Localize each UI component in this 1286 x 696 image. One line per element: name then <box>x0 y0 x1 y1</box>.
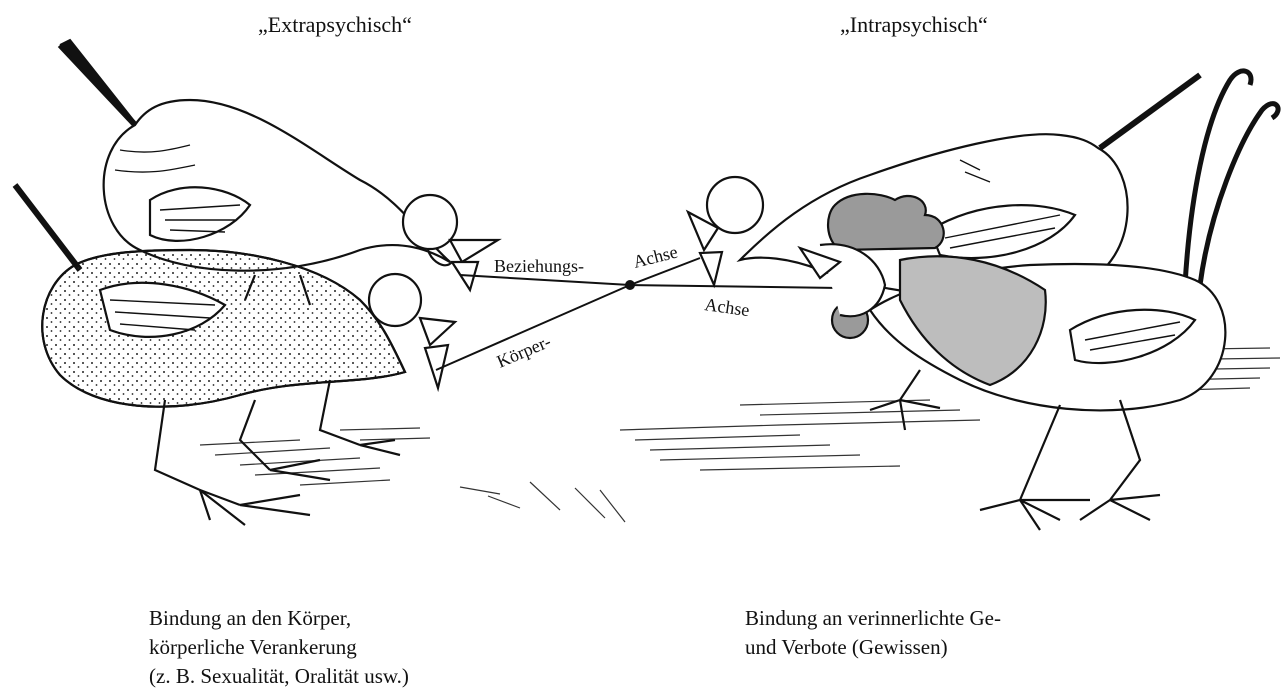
label-achse-lower: Achse <box>703 294 750 320</box>
label-koerper: Körper- <box>494 331 554 372</box>
label-achse-upper: Achse <box>631 242 679 272</box>
caption-left-line-3: (z. B. Sexualität, Oralität usw.) <box>149 662 409 691</box>
caption-right: Bindung an verinnerlichte Ge- und Verbot… <box>745 604 1001 662</box>
caption-left: Bindung an den Körper, körperliche Veran… <box>149 604 409 691</box>
illustration: Beziehungs- Achse Achse Körper- <box>0 0 1286 600</box>
label-beziehungs: Beziehungs- <box>494 256 584 276</box>
caption-left-line-2: körperliche Verankerung <box>149 633 409 662</box>
caption-right-line-2: und Verbote (Gewissen) <box>745 633 1001 662</box>
caption-right-line-1: Bindung an verinnerlichte Ge- <box>745 604 1001 633</box>
caption-left-line-1: Bindung an den Körper, <box>149 604 409 633</box>
